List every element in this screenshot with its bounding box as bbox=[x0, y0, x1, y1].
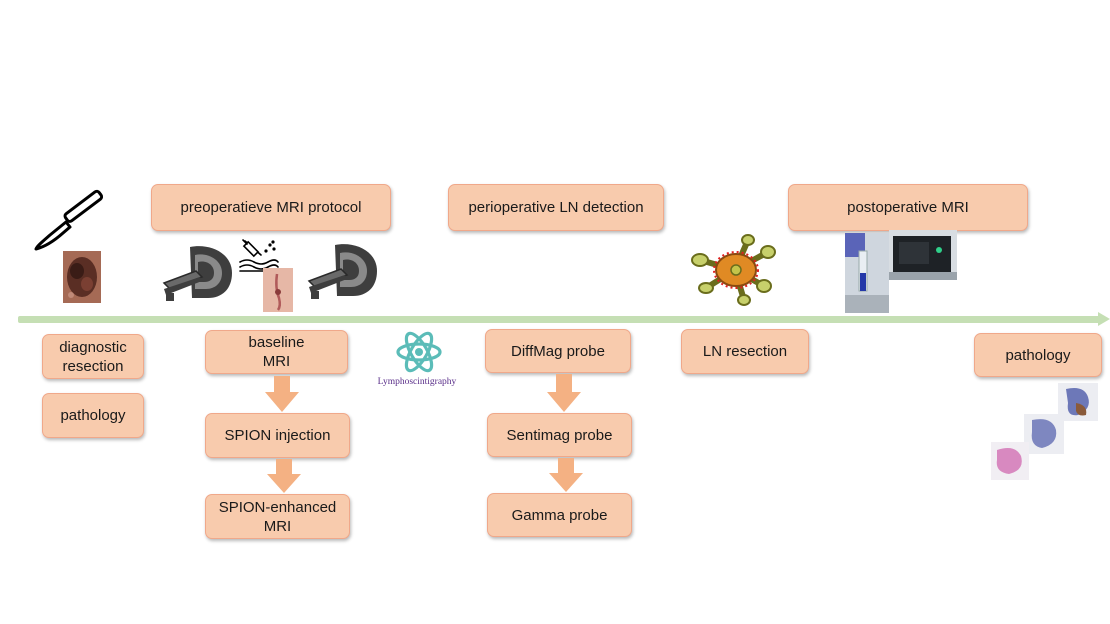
lymphoscintigraphy-label: Lymphoscintigraphy bbox=[377, 377, 457, 387]
step-spion-enhanced-mri: SPION-enhanced MRI bbox=[205, 494, 350, 539]
mri-scanner-icon bbox=[307, 244, 377, 299]
step-sentimag-probe: Sentimag probe bbox=[487, 413, 632, 457]
arrow-sentimag-to-gamma bbox=[549, 458, 583, 492]
step-baseline-mri: baseline MRI bbox=[205, 330, 348, 374]
timeline-arrowhead bbox=[1098, 312, 1110, 326]
step-diagnostic-resection: diagnostic resection bbox=[42, 334, 144, 379]
arrow-baseline-to-injection bbox=[265, 376, 299, 412]
lab-sample-photo bbox=[845, 233, 889, 313]
skin-lesion-photo bbox=[63, 251, 101, 303]
timeline-axis bbox=[18, 316, 1100, 323]
step-pathology-left: pathology bbox=[42, 393, 144, 438]
histology-slide-photo bbox=[1058, 383, 1098, 421]
histology-slide-photo bbox=[991, 442, 1029, 480]
injection-site-photo bbox=[263, 268, 293, 312]
phase-postoperative: postoperative MRI bbox=[788, 184, 1028, 231]
step-pathology-right: pathology bbox=[974, 333, 1102, 377]
lab-device-photo bbox=[889, 230, 957, 280]
arrow-diffmag-to-sentimag bbox=[547, 374, 581, 412]
injection-icon bbox=[239, 239, 279, 272]
step-diffmag-probe: DiffMag probe bbox=[485, 329, 631, 373]
mri-scanner-icon bbox=[162, 246, 232, 301]
step-ln-resection: LN resection bbox=[681, 329, 809, 374]
lymph-node-icon bbox=[691, 234, 776, 306]
arrow-injection-to-enhanced bbox=[267, 459, 301, 493]
histology-slide-photo bbox=[1024, 414, 1064, 454]
phase-preoperative: preoperatieve MRI protocol bbox=[151, 184, 391, 231]
phase-perioperative: perioperative LN detection bbox=[448, 184, 664, 231]
step-gamma-probe: Gamma probe bbox=[487, 493, 632, 537]
atom-icon bbox=[396, 331, 442, 373]
scalpel-icon bbox=[34, 189, 104, 251]
step-spion-injection: SPION injection bbox=[205, 413, 350, 458]
